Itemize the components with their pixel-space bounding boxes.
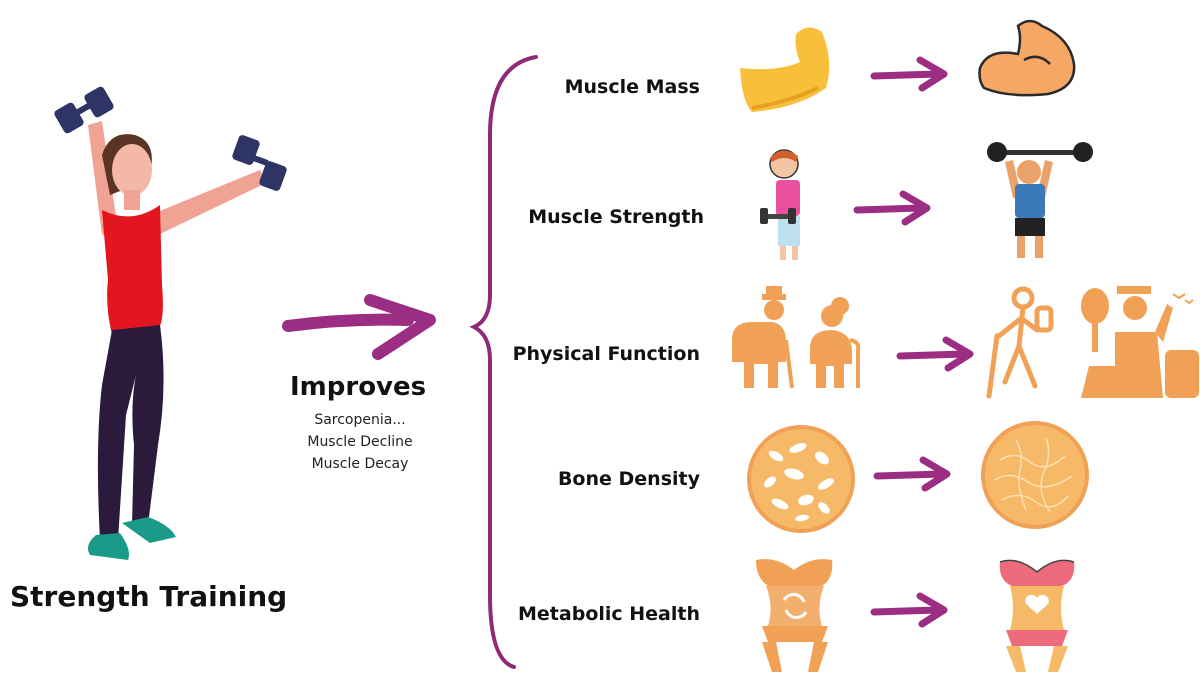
arrow-row5-icon [870,592,948,628]
condition-muscle-decay: Muscle Decay [311,456,409,472]
benefit-label-metabolic-health: Metabolic Health [518,603,700,625]
arrow-row4-icon [873,456,951,492]
improves-label: Improves [290,372,427,402]
elderly-couple-canes-icon [732,286,861,389]
small-arm-icon [740,27,830,112]
benefit-label-physical-function: Physical Function [512,343,700,365]
main-arrow-icon [282,294,436,360]
woman-lifting-dumbbells-illustration [54,86,287,560]
benefit-label-bone-density: Bone Density [557,468,700,490]
benefit-label-muscle-strength: Muscle Strength [528,206,704,228]
condition-muscle-decline: Muscle Decline [307,434,413,450]
arrow-row2-icon [853,190,931,226]
arrow-row3-icon [896,336,974,372]
dense-bone-icon [981,421,1089,529]
benefit-label-muscle-mass: Muscle Mass [564,76,700,98]
condition-sarcopenia: Sarcopenia... [314,412,406,428]
weak-boy-dumbbell-icon [760,149,800,260]
strongman-barbell-icon [987,142,1093,258]
flexed-biceps-icon [978,19,1076,97]
porous-bone-icon [747,425,855,533]
main-title: Strength Training [10,580,288,613]
arrow-row1-icon [870,56,948,92]
healthy-torso-heart-icon [999,559,1075,672]
torso-metabolism-icon [756,559,833,672]
curly-brace [469,55,538,669]
active-hiker-icon [986,286,1199,399]
